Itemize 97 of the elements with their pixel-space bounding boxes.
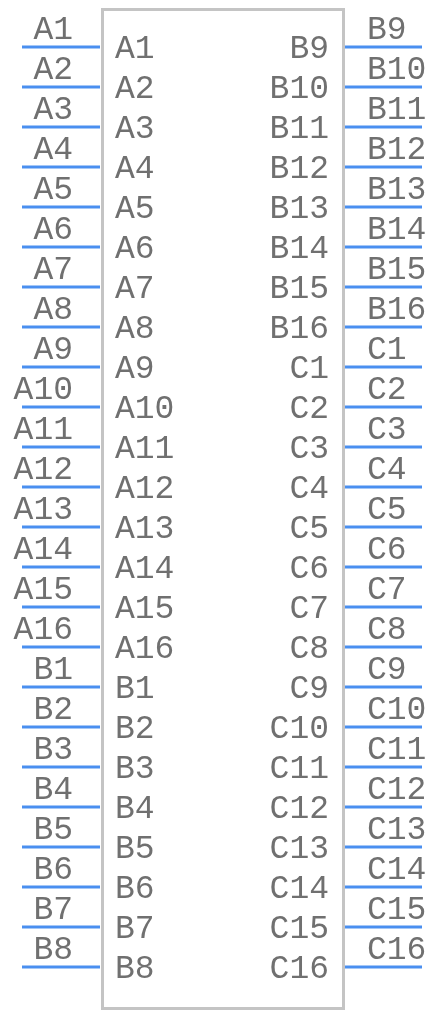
pin-number: C4 xyxy=(367,453,407,487)
pin-name: A2 xyxy=(115,72,155,106)
pin-name: A16 xyxy=(115,632,175,666)
pin-name: A1 xyxy=(115,32,155,66)
pin-name: A3 xyxy=(115,112,155,146)
pin-name: B4 xyxy=(115,792,155,826)
pin-number: C1 xyxy=(367,333,407,367)
pin-name: B7 xyxy=(115,912,155,946)
pin-name: B6 xyxy=(115,872,155,906)
pin-number: B4 xyxy=(33,773,73,807)
pin-name: A10 xyxy=(115,392,175,426)
pin-name: B12 xyxy=(269,152,329,186)
pin-number: A9 xyxy=(33,333,73,367)
pin-name: A4 xyxy=(115,152,155,186)
pin-name: B3 xyxy=(115,752,155,786)
pin-number: A14 xyxy=(13,533,73,567)
pin-number: A6 xyxy=(33,213,73,247)
pin-name: C9 xyxy=(289,672,329,706)
pin-number: B2 xyxy=(33,693,73,727)
pin-number: C11 xyxy=(367,733,427,767)
pin-number: C2 xyxy=(367,373,407,407)
connector-body xyxy=(101,8,345,1010)
pin-name: B11 xyxy=(269,112,329,146)
pin-name: B2 xyxy=(115,712,155,746)
pin-name: B16 xyxy=(269,312,329,346)
pin-number: B1 xyxy=(33,653,73,687)
pin-name: C7 xyxy=(289,592,329,626)
pin-name: B1 xyxy=(115,672,155,706)
pin-name: A7 xyxy=(115,272,155,306)
pin-name: B10 xyxy=(269,72,329,106)
pin-number: A1 xyxy=(33,13,73,47)
pin-number: B8 xyxy=(33,933,73,967)
pin-number: B10 xyxy=(367,53,427,87)
pin-name: C15 xyxy=(269,912,329,946)
pin-number: B16 xyxy=(367,293,427,327)
pin-number: A5 xyxy=(33,173,73,207)
pin-number: A4 xyxy=(33,133,73,167)
pin-number: B9 xyxy=(367,13,407,47)
pin-name: B8 xyxy=(115,952,155,986)
pin-name: A14 xyxy=(115,552,175,586)
pin-name: A5 xyxy=(115,192,155,226)
pin-name: B14 xyxy=(269,232,329,266)
pin-name: A15 xyxy=(115,592,175,626)
pin-number: B6 xyxy=(33,853,73,887)
pin-name: A13 xyxy=(115,512,175,546)
pin-name: C5 xyxy=(289,512,329,546)
pin-number: C13 xyxy=(367,813,427,847)
pin-number: B14 xyxy=(367,213,427,247)
pin-number: B5 xyxy=(33,813,73,847)
pin-name: C14 xyxy=(269,872,329,906)
pin-number: B3 xyxy=(33,733,73,767)
pin-number: C5 xyxy=(367,493,407,527)
pin-number: B7 xyxy=(33,893,73,927)
pin-number: C16 xyxy=(367,933,427,967)
pin-number: A7 xyxy=(33,253,73,287)
pin-name: C4 xyxy=(289,472,329,506)
pin-number: C8 xyxy=(367,613,407,647)
pin-number: A3 xyxy=(33,93,73,127)
pin-number: C10 xyxy=(367,693,427,727)
pin-number: A15 xyxy=(13,573,73,607)
pin-name: A8 xyxy=(115,312,155,346)
pin-number: B12 xyxy=(367,133,427,167)
pin-number: A10 xyxy=(13,373,73,407)
pin-number: A11 xyxy=(13,413,73,447)
pin-name: A9 xyxy=(115,352,155,386)
pin-name: C10 xyxy=(269,712,329,746)
pin-number: B13 xyxy=(367,173,427,207)
pin-name: C16 xyxy=(269,952,329,986)
pin-name: C8 xyxy=(289,632,329,666)
pin-number: C12 xyxy=(367,773,427,807)
pin-number: C7 xyxy=(367,573,407,607)
pin-name: B5 xyxy=(115,832,155,866)
pin-name: C13 xyxy=(269,832,329,866)
pin-number: C3 xyxy=(367,413,407,447)
pin-name: B15 xyxy=(269,272,329,306)
pin-number: A8 xyxy=(33,293,73,327)
pin-number: A13 xyxy=(13,493,73,527)
pin-number: A2 xyxy=(33,53,73,87)
pin-name: B13 xyxy=(269,192,329,226)
pin-number: C6 xyxy=(367,533,407,567)
pin-number: C14 xyxy=(367,853,427,887)
pin-name: C1 xyxy=(289,352,329,386)
pin-number: B11 xyxy=(367,93,427,127)
pin-number: B15 xyxy=(367,253,427,287)
pin-name: C11 xyxy=(269,752,329,786)
pin-name: C6 xyxy=(289,552,329,586)
pin-number: A16 xyxy=(13,613,73,647)
pin-number: C15 xyxy=(367,893,427,927)
pin-name: A11 xyxy=(115,432,175,466)
pin-name: C12 xyxy=(269,792,329,826)
pin-name: C3 xyxy=(289,432,329,466)
pin-name: A12 xyxy=(115,472,175,506)
pin-name: B9 xyxy=(289,32,329,66)
pin-name: A6 xyxy=(115,232,155,266)
pin-number: C9 xyxy=(367,653,407,687)
pin-number: A12 xyxy=(13,453,73,487)
pin-name: C2 xyxy=(289,392,329,426)
